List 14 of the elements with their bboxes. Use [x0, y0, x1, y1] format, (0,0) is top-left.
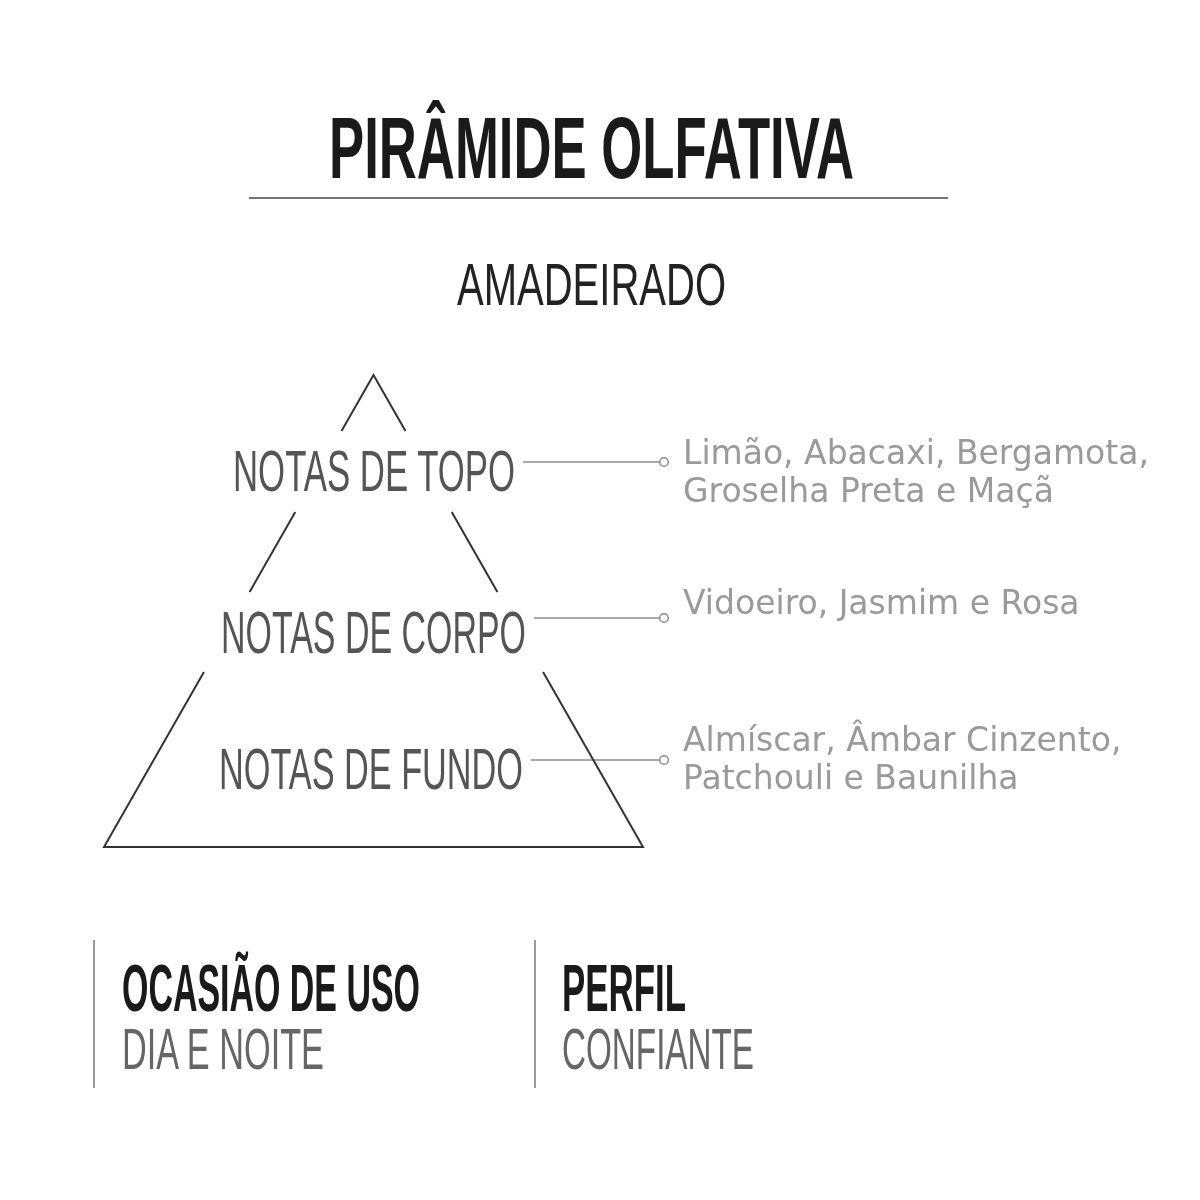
leader-line — [533, 612, 670, 624]
leader-line — [530, 754, 670, 766]
subtitle: AMADEIRADO — [457, 254, 726, 315]
tier-label: NOTAS DE CORPO — [221, 604, 526, 664]
tier-label: NOTAS DE FUNDO — [219, 741, 523, 799]
section-heading: PERFIL — [562, 955, 686, 1022]
notes-text: Almíscar, Âmbar Cinzento, Patchouli e Baunilha — [683, 721, 1163, 797]
notes-text: Limão, Abacaxi, Bergamota, Groselha Preta e Maçã — [683, 434, 1163, 510]
leader-line — [522, 456, 670, 468]
pyramid-outline — [104, 375, 643, 847]
notes-text: Vidoeiro, Jasmim e Rosa — [683, 584, 1163, 622]
section-value: DIA E NOITE — [122, 1021, 324, 1079]
section-value: CONFIANTE — [562, 1021, 754, 1079]
tier-label: NOTAS DE TOPO — [233, 442, 515, 501]
